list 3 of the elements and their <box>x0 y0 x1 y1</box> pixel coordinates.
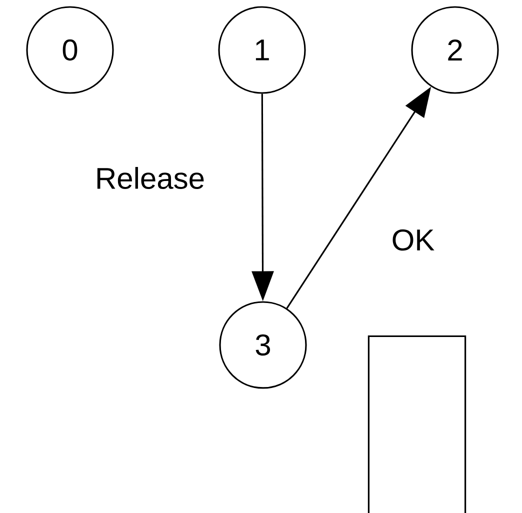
edge-label: Release <box>94 166 206 190</box>
open-box <box>368 335 466 513</box>
edge-label: OK <box>390 228 436 252</box>
